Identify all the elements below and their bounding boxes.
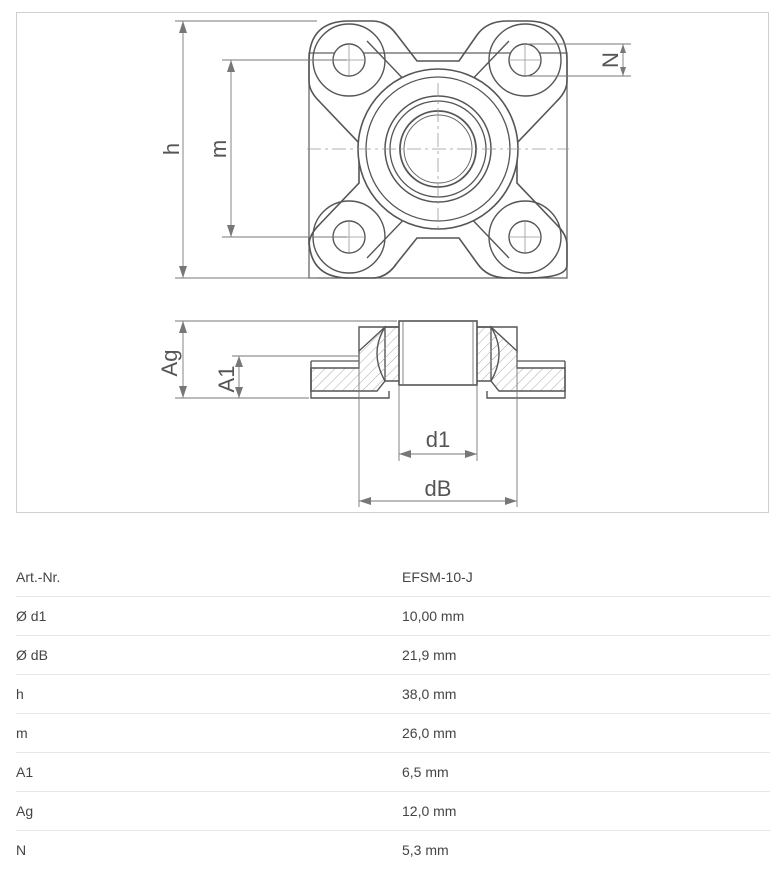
spec-value: EFSM-10-J: [402, 558, 770, 597]
drawing-svg: h m N: [157, 20, 631, 507]
label-m: m: [206, 140, 231, 158]
spec-label: Ø dB: [16, 635, 402, 675]
table-row: Ø dB 21,9 mm: [16, 635, 770, 675]
dimension-db: [358, 353, 518, 507]
label-n: N: [598, 52, 623, 68]
side-view: [310, 320, 566, 399]
spec-label: m: [16, 713, 402, 753]
label-ag: Ag: [157, 350, 182, 377]
table-row: Ø d1 10,00 mm: [16, 596, 770, 636]
dimension-m: [222, 59, 347, 238]
table-row: A1 6,5 mm: [16, 752, 770, 792]
table-row: m 26,0 mm: [16, 713, 770, 753]
technical-drawing: h m N: [16, 12, 769, 513]
label-d1: d1: [426, 427, 450, 452]
spec-value: 6,5 mm: [402, 752, 770, 792]
spec-label: Ag: [16, 791, 402, 831]
table-row: Art.-Nr. EFSM-10-J: [16, 558, 770, 597]
spec-value: 38,0 mm: [402, 674, 770, 714]
dimension-d1: [398, 385, 478, 461]
spec-value: 10,00 mm: [402, 596, 770, 636]
spec-label: N: [16, 842, 27, 858]
spec-label: h: [16, 674, 402, 714]
spec-label: A1: [16, 752, 402, 792]
label-a1: A1: [214, 366, 239, 393]
table-row: h 38,0 mm: [16, 674, 770, 714]
spec-label: Art.-Nr.: [16, 558, 402, 597]
top-view: [307, 20, 569, 279]
table-row: Ag 12,0 mm: [16, 791, 770, 831]
dimension-n: [527, 43, 631, 77]
dimension-a1: [232, 355, 359, 399]
spec-table: Art.-Nr. EFSM-10-J Ø d1 10,00 mm Ø dB 21…: [16, 558, 770, 869]
spec-value: 21,9 mm: [402, 635, 770, 675]
table-row: N 5,3 mm: [16, 831, 770, 870]
spec-value: 5,3 mm: [402, 842, 449, 858]
spec-label: Ø d1: [16, 596, 402, 636]
label-h: h: [159, 143, 184, 155]
spec-value: 26,0 mm: [402, 713, 770, 753]
spec-value: 12,0 mm: [402, 791, 770, 831]
dimension-h: [175, 20, 317, 279]
label-db: dB: [425, 476, 452, 501]
